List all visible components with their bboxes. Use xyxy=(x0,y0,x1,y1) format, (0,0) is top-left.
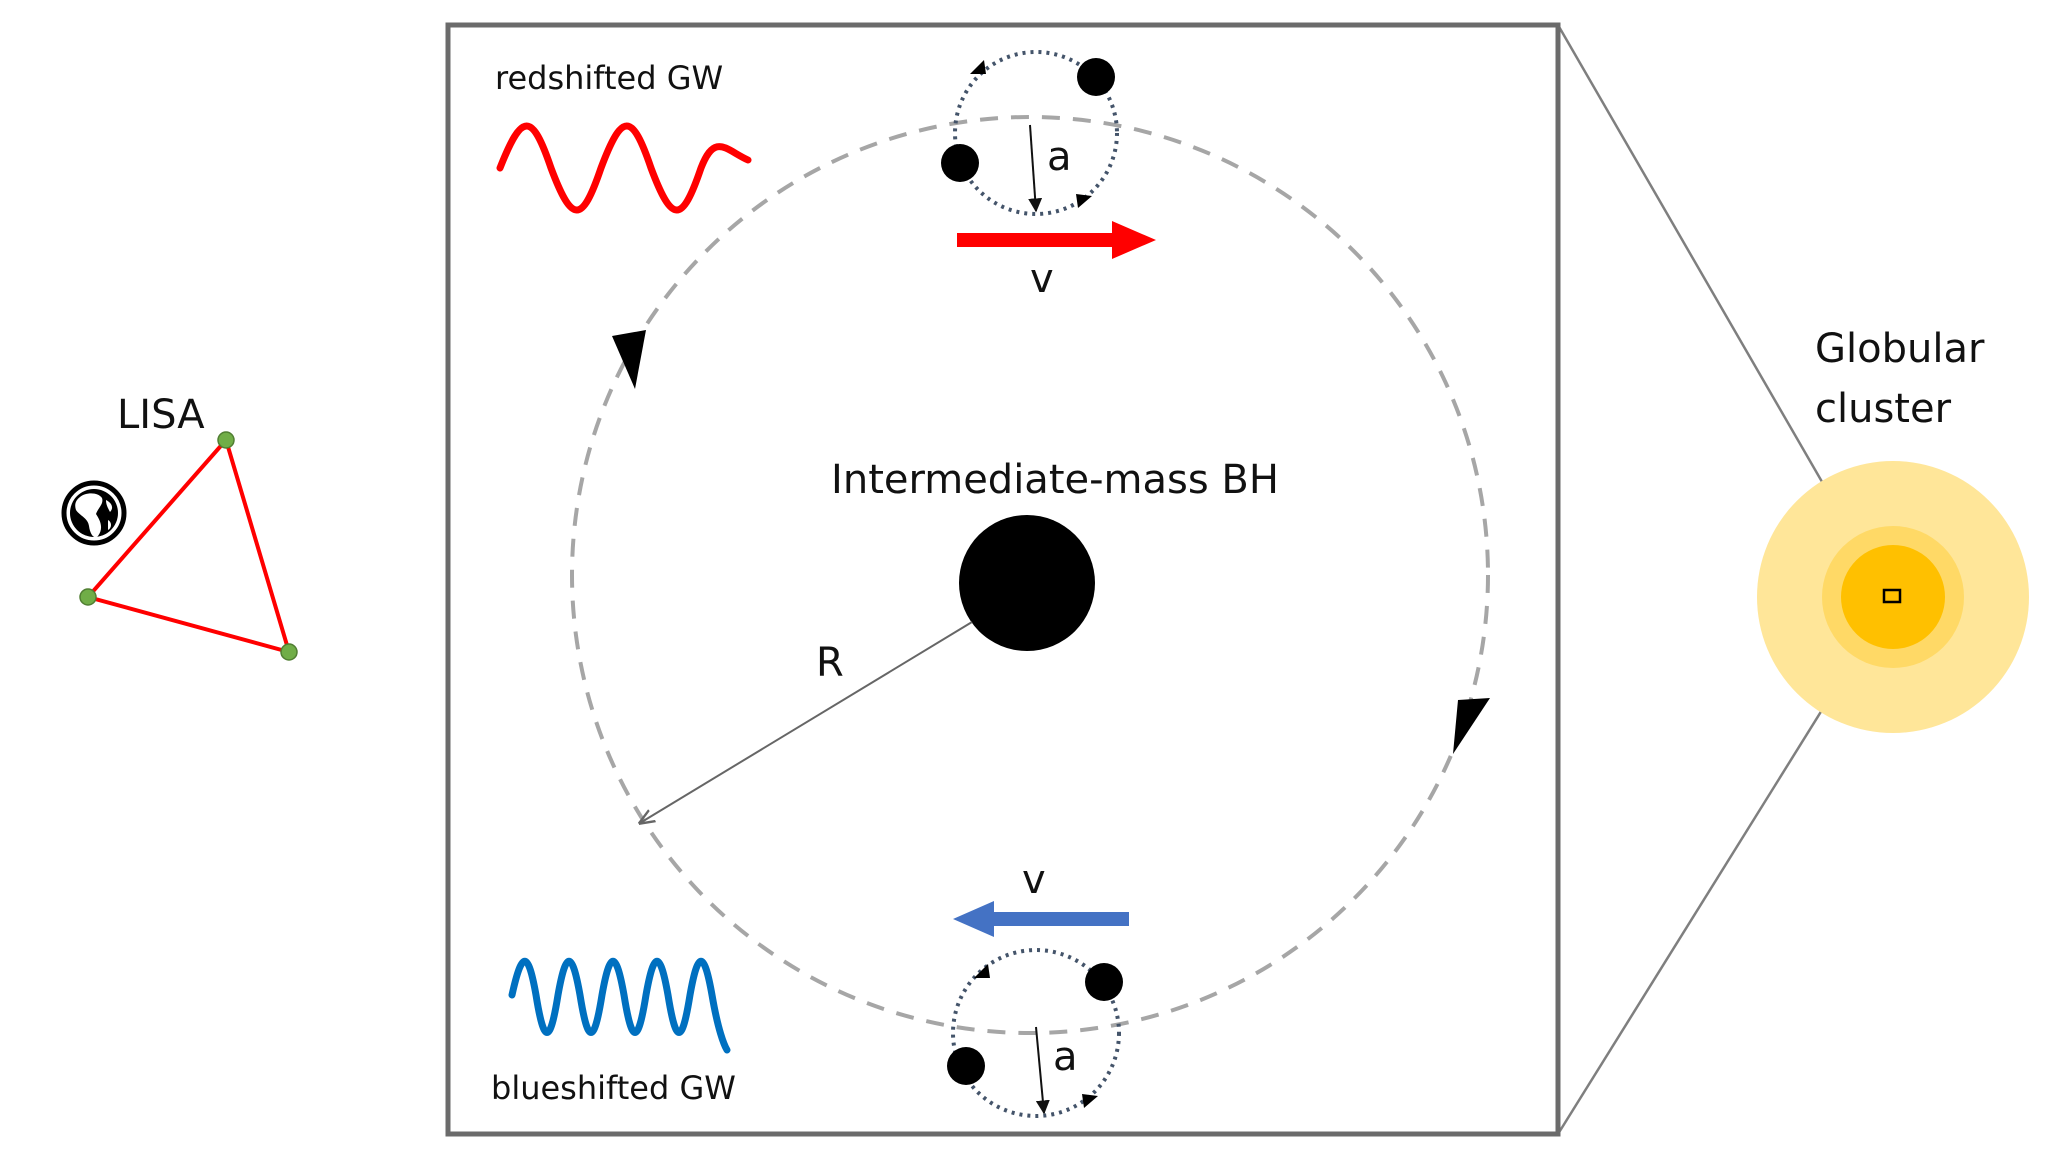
separation-label-bottom: a xyxy=(1053,1034,1078,1080)
lisa-node xyxy=(217,431,235,449)
velocity-arrow-bottom xyxy=(953,901,1129,937)
outer-orbit xyxy=(570,115,1490,1035)
cluster-label-line1: Globular xyxy=(1815,326,1985,372)
black-hole-top-2 xyxy=(941,144,979,182)
binary-direction-arrow xyxy=(970,60,986,74)
separation-label-top: a xyxy=(1047,134,1072,180)
black-hole-bottom-1 xyxy=(1085,963,1123,1001)
velocity-arrow-top xyxy=(957,221,1156,259)
lisa-node xyxy=(79,588,97,606)
separation-bottom xyxy=(1035,1026,1050,1115)
binary-orbit-bottom xyxy=(951,948,1121,1118)
redshifted-wave xyxy=(496,122,752,214)
earth-globe-icon xyxy=(61,480,127,546)
imbh-label: Intermediate-mass BH xyxy=(831,457,1279,503)
lisa-node xyxy=(280,643,298,661)
radius-label: R xyxy=(816,640,844,686)
binary-direction-arrow xyxy=(1076,194,1092,208)
black-hole-bottom-2 xyxy=(947,1047,985,1085)
lisa-label: LISA xyxy=(117,392,205,438)
intermediate-mass-bh xyxy=(959,515,1095,651)
velocity-label-top: v xyxy=(1030,256,1054,302)
black-hole-top-1 xyxy=(1077,58,1115,96)
zoom-region-box xyxy=(1882,588,1902,604)
cluster-label-line2: cluster xyxy=(1815,386,1952,432)
binary-top: a v xyxy=(941,50,1156,302)
separation-top xyxy=(1028,124,1043,213)
radius-line xyxy=(640,621,973,823)
binary-direction-arrow xyxy=(974,964,990,978)
blueshifted-label: blueshifted GW xyxy=(491,1069,736,1107)
orbit-direction-arrow-left xyxy=(612,330,646,389)
velocity-label-bottom: v xyxy=(1022,857,1046,903)
lisa-triangle xyxy=(84,435,292,655)
cluster-core xyxy=(1841,545,1945,649)
binary-orbit-top xyxy=(953,50,1119,216)
blueshifted-wave xyxy=(508,957,731,1054)
binary-direction-arrow xyxy=(1082,1094,1098,1108)
binary-bottom: a v xyxy=(947,857,1129,1118)
redshifted-label: redshifted GW xyxy=(495,59,723,97)
globular-cluster: Globular cluster xyxy=(1757,326,2029,733)
orbit-direction-arrow-right xyxy=(1453,698,1490,754)
lisa-group: LISA xyxy=(61,392,298,661)
